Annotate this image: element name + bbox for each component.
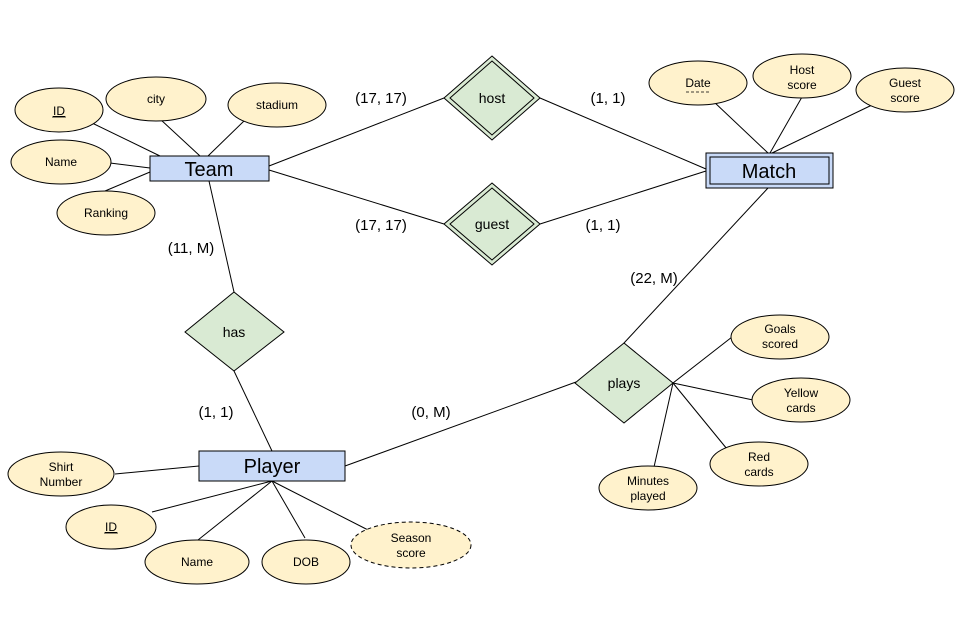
line-plays-match: [623, 187, 769, 344]
attribute-match-guest-score[interactable]: Guest score: [855, 67, 955, 113]
attribute-red-cards-line1: Red: [748, 450, 770, 464]
relationship-host[interactable]: host: [443, 55, 541, 141]
cardinality-has-player: (1, 1): [198, 404, 233, 421]
attribute-team-name-label: Name: [45, 155, 77, 169]
cardinality-guest-match: (1, 1): [585, 217, 620, 234]
cardinality-labels: (17, 17) (1, 1) (17, 17) (1, 1) (11, M) …: [168, 90, 678, 421]
attribute-player-dob-label: DOB: [293, 555, 319, 569]
cardinality-team-has: (11, M): [168, 240, 214, 257]
line-team-host: [268, 97, 445, 167]
line-player-plays: [344, 381, 577, 467]
cardinality-plays-match: (22, M): [630, 270, 678, 287]
entity-player-label: Player: [244, 456, 301, 478]
attribute-shirt-number-line1: Shirt: [49, 460, 74, 474]
attribute-red-cards-line2: cards: [744, 465, 773, 479]
attribute-match-host-score[interactable]: Host score: [752, 53, 852, 99]
attribute-team-id[interactable]: ID: [14, 87, 104, 133]
entity-match-label: Match: [742, 161, 796, 183]
attribute-team-stadium-label: stadium: [256, 98, 298, 112]
relationship-guest[interactable]: guest: [443, 182, 541, 266]
relationship-plays-label: plays: [608, 375, 641, 391]
attribute-match-date[interactable]: Date: [648, 60, 748, 106]
attribute-team-city[interactable]: city: [105, 76, 207, 122]
cardinality-team-host: (17, 17): [355, 90, 407, 107]
line-team-guest: [268, 169, 445, 225]
line-player-shirt: [114, 465, 200, 475]
line-host-match: [539, 97, 707, 170]
attribute-player-name[interactable]: Name: [144, 539, 250, 585]
attribute-season-score-line1: Season: [391, 531, 432, 545]
attribute-match-guest-score-line2: score: [890, 91, 920, 105]
attribute-team-stadium[interactable]: stadium: [227, 82, 327, 128]
attribute-season-score[interactable]: Season score: [350, 521, 472, 569]
attribute-team-ranking-label: Ranking: [84, 206, 128, 220]
attribute-player-id-label: ID: [105, 520, 117, 534]
line-player-season: [271, 480, 373, 533]
attribute-match-date-label: Date: [685, 76, 711, 90]
line-player-name: [197, 480, 273, 541]
connector-lines: [89, 96, 873, 541]
relationship-plays[interactable]: plays: [574, 342, 674, 424]
line-plays-red: [672, 382, 728, 450]
line-team-id: [89, 121, 161, 157]
attribute-goals-scored-line1: Goals: [764, 322, 795, 336]
relationship-host-label: host: [479, 90, 506, 106]
entity-team[interactable]: Team: [149, 155, 270, 182]
line-player-dob: [271, 480, 306, 539]
attribute-shirt-number[interactable]: Shirt Number: [7, 451, 115, 497]
attribute-goals-scored[interactable]: Goals scored: [730, 314, 830, 360]
relationship-has[interactable]: has: [184, 291, 285, 372]
line-plays-yellow: [672, 382, 754, 401]
attribute-yellow-cards-line1: Yellow: [784, 386, 819, 400]
attribute-player-name-label: Name: [181, 555, 213, 569]
attribute-minutes-played-line1: Minutes: [627, 474, 669, 488]
line-team-ranking: [104, 171, 151, 192]
attribute-match-guest-score-line1: Guest: [889, 76, 922, 90]
attribute-shirt-number-line2: Number: [40, 475, 83, 489]
relationship-has-label: has: [223, 324, 246, 340]
line-match-host-score: [769, 96, 803, 154]
line-guest-match: [539, 170, 707, 225]
line-has-player: [233, 370, 273, 452]
attribute-team-name[interactable]: Name: [10, 139, 112, 185]
cardinality-host-match: (1, 1): [590, 90, 625, 107]
line-plays-goals: [672, 336, 733, 384]
line-team-city: [159, 118, 201, 157]
attribute-season-score-line2: score: [396, 546, 426, 560]
attribute-minutes-played[interactable]: Minutes played: [598, 465, 698, 511]
entity-match[interactable]: Match: [705, 152, 834, 189]
line-team-stadium: [207, 120, 245, 157]
attribute-minutes-played-line2: played: [630, 489, 665, 503]
line-player-id: [151, 480, 273, 513]
attribute-team-city-label: city: [147, 92, 165, 106]
cardinality-team-guest: (17, 17): [355, 217, 407, 234]
attribute-yellow-cards-line2: cards: [786, 401, 815, 415]
line-team-has: [208, 180, 235, 293]
line-match-guest-score: [771, 104, 873, 154]
attribute-team-ranking[interactable]: Ranking: [56, 190, 156, 236]
attribute-player-dob[interactable]: DOB: [261, 539, 351, 585]
attribute-player-id[interactable]: ID: [65, 504, 157, 550]
entity-player[interactable]: Player: [198, 450, 346, 482]
attribute-team-id-label: ID: [53, 104, 65, 118]
attribute-goals-scored-line2: scored: [762, 337, 798, 351]
line-plays-minutes: [653, 382, 674, 468]
attribute-match-host-score-line2: score: [787, 78, 817, 92]
attribute-yellow-cards[interactable]: Yellow cards: [751, 377, 851, 423]
cardinality-player-plays: (0, M): [411, 404, 450, 421]
entity-team-label: Team: [185, 159, 234, 181]
relationship-guest-label: guest: [475, 216, 509, 232]
attribute-match-host-score-line1: Host: [790, 63, 815, 77]
attribute-red-cards[interactable]: Red cards: [709, 441, 809, 487]
line-match-date: [712, 100, 769, 154]
line-team-name: [109, 162, 151, 169]
